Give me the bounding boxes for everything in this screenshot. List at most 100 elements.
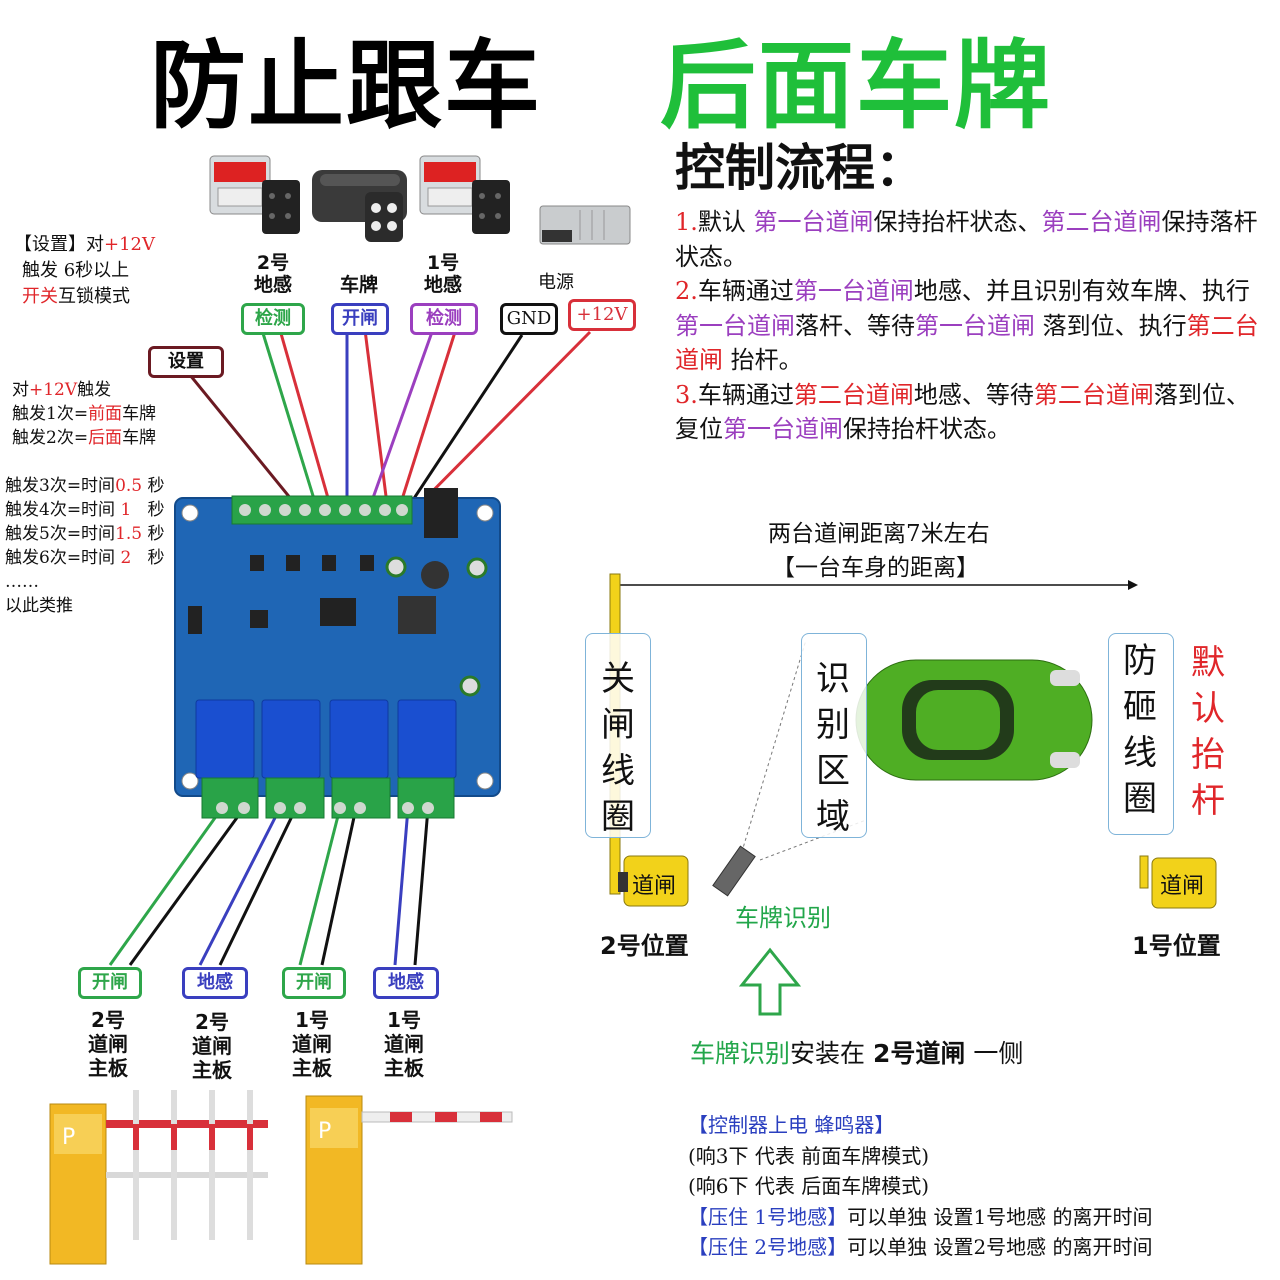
tag-12v: +12V bbox=[568, 299, 636, 331]
gate-2: 第二台道闸 bbox=[675, 311, 1259, 375]
text: 砸 bbox=[1123, 687, 1157, 727]
text: 1号 bbox=[295, 1008, 329, 1032]
text: 车牌识别 bbox=[690, 1039, 791, 1068]
flow-text: 1.默认 第一台道闸保持抬杆状态、第二台道闸保持落杆状态。 2.车辆通过第一台道… bbox=[675, 205, 1270, 447]
text: 道闸 bbox=[88, 1032, 128, 1056]
text: 2号 bbox=[91, 1008, 125, 1032]
text: 安装在 bbox=[790, 1039, 873, 1068]
text: 秒 bbox=[147, 476, 165, 496]
bottom-tag-open-2: 开闸 bbox=[78, 967, 142, 999]
text: 主板 bbox=[384, 1056, 424, 1080]
text: 前面 bbox=[88, 404, 123, 424]
tag-open: 开闸 bbox=[331, 303, 389, 335]
time-note: 触发3次=时间0.5 秒 触发4次=时间 1 秒 触发5次=时间1.5 秒 触发… bbox=[5, 474, 165, 618]
text: 主板 bbox=[292, 1056, 332, 1080]
text: 抬 bbox=[1191, 735, 1225, 775]
gate-2: 第二台道闸 bbox=[1041, 208, 1162, 236]
flow-step-3: 3.车辆通过第二台道闸地感、等待第二台道闸落到位、复位第一台道闸保持抬杆状态。 bbox=[675, 378, 1270, 447]
text: 0.5 bbox=[115, 476, 143, 496]
text: 秒 bbox=[147, 524, 165, 544]
text: 触发2次= bbox=[12, 428, 89, 448]
text: 1.5 bbox=[115, 524, 143, 544]
device-label-plate: 车牌 bbox=[339, 274, 378, 296]
flow-step-1: 1.默认 第一台道闸保持抬杆状态、第二台道闸保持落杆状态。 bbox=[675, 205, 1270, 274]
gate-board-label-2a: 2号道闸主板 bbox=[78, 1008, 138, 1080]
bottom-tag-loop-2: 地感 bbox=[182, 967, 248, 999]
distance-text-2: 【一台车身的距离】 bbox=[772, 555, 979, 581]
device-label-loop2: 2号 地感 bbox=[248, 252, 298, 296]
close-loop-text: 关闸线圈 bbox=[598, 656, 638, 840]
plate-camera-icon bbox=[312, 170, 407, 242]
title-left: 防止跟车 bbox=[150, 30, 542, 142]
text: 关 bbox=[601, 659, 635, 699]
text: 保持抬杆状态。 bbox=[843, 415, 1011, 443]
gate-1-label: 道闸 bbox=[1160, 874, 1205, 899]
anti-smash-text: 防砸线圈 bbox=[1120, 638, 1160, 822]
text: 闸 bbox=[601, 705, 635, 745]
bottom-tag-loop-1: 地感 bbox=[373, 967, 439, 999]
default-raise-text: 默认抬杆 bbox=[1188, 640, 1228, 824]
device-label-power: 电源 bbox=[538, 272, 574, 293]
text: 【设置】 bbox=[14, 234, 86, 255]
gate-1: 第一台道闸 bbox=[793, 277, 914, 305]
text: 触发 6秒以上 bbox=[22, 260, 130, 281]
gate-1: 第一台道闸 bbox=[723, 415, 843, 443]
title-right: 后面车牌 bbox=[660, 30, 1052, 142]
text: 触发4次=时间 bbox=[5, 500, 116, 520]
text: 触发1次= bbox=[12, 404, 89, 424]
gate-board-label-1b: 1号道闸主板 bbox=[374, 1008, 434, 1080]
power-supply-icon bbox=[539, 205, 631, 245]
text: 2号 bbox=[195, 1010, 229, 1034]
gate-board-label-2b: 2号道闸主板 bbox=[182, 1010, 242, 1082]
text: 保持抬杆状态、 bbox=[873, 208, 1042, 236]
tag-gnd: GND bbox=[500, 303, 558, 335]
text: …… bbox=[5, 572, 39, 592]
position-2-label: 2号位置 bbox=[600, 932, 689, 960]
device-images bbox=[209, 155, 631, 245]
loop-detector-1-icon bbox=[419, 155, 510, 234]
text: 落到位、执行 bbox=[1035, 311, 1187, 340]
text: 车辆通过 bbox=[697, 277, 794, 305]
power-on-notes: 【控制器上电 蜂鸣器】 (响3下 代表 前面车牌模式) (响6下 代表 后面车牌… bbox=[688, 1110, 1153, 1263]
text: +12V bbox=[104, 234, 155, 255]
text: 主板 bbox=[88, 1056, 128, 1080]
fence-gate-icon: P bbox=[49, 1090, 268, 1265]
text: 主板 bbox=[192, 1058, 232, 1082]
text: 1 bbox=[120, 500, 132, 520]
text: 触发5次=时间 bbox=[5, 524, 116, 544]
text: 圈 bbox=[601, 797, 635, 837]
trigger-note: 对+12V触发 触发1次=前面车牌 触发2次=后面车牌 bbox=[12, 378, 156, 450]
text: 对 bbox=[86, 234, 104, 255]
svg-text:P: P bbox=[318, 1119, 331, 1144]
text: 触发6次=时间 bbox=[5, 548, 116, 568]
text: 落杆、等待 bbox=[795, 311, 915, 340]
text: 道闸 bbox=[292, 1032, 332, 1056]
svg-text:P: P bbox=[62, 1125, 75, 1150]
text: 圈 bbox=[1123, 779, 1157, 819]
text: 杆 bbox=[1191, 781, 1225, 821]
distance-text-1: 两台道闸距离7米左右 bbox=[768, 521, 990, 547]
close-loop-box bbox=[585, 633, 651, 838]
text: 秒 bbox=[147, 500, 165, 520]
text: 以此类推 bbox=[5, 596, 73, 616]
gate-2: 第二台道闸 bbox=[793, 380, 914, 409]
flow-heading: 控制流程： bbox=[675, 138, 925, 197]
text: 地感、并且识别有效车牌、执行 bbox=[913, 277, 1250, 305]
text: 区 bbox=[816, 751, 850, 791]
text: 开关 bbox=[22, 286, 58, 307]
text: 可以单独 设置2号地感 的离开时间 bbox=[847, 1235, 1153, 1259]
text: 抬杆。 bbox=[723, 346, 803, 374]
gate-1: 第一台道闸 bbox=[915, 311, 1035, 340]
text: (响6下 代表 后面车牌模式) bbox=[688, 1174, 930, 1198]
text: 道闸 bbox=[192, 1034, 232, 1058]
text: 默认 bbox=[697, 208, 754, 236]
text: 一侧 bbox=[965, 1039, 1024, 1068]
car-icon bbox=[855, 659, 1093, 781]
text: 【压住 2号地感】 bbox=[688, 1235, 848, 1259]
text: 后面 bbox=[88, 428, 123, 448]
position-1-label: 1号位置 bbox=[1132, 932, 1221, 960]
text: 别 bbox=[816, 705, 850, 745]
text: 车牌 bbox=[122, 404, 157, 424]
